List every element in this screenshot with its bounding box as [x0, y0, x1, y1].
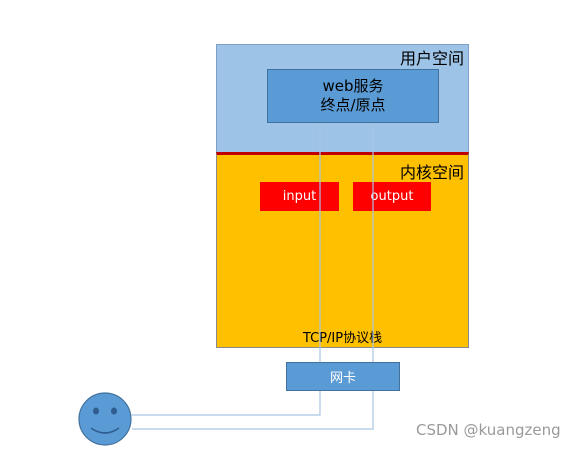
user-space-label: 用户空间 — [399, 49, 464, 68]
input-buffer-box: input — [260, 182, 339, 211]
output-buffer-box: output — [353, 182, 431, 211]
output-path-line-lower — [132, 391, 374, 430]
tcp-ip-stack-label: TCP/IP协议栈 — [302, 331, 383, 346]
web-endpoint-box: web服务 终点/原点 — [267, 69, 439, 123]
web-endpoint-subtitle: 终点/原点 — [320, 96, 386, 114]
network-card-box: 网卡 — [286, 362, 400, 391]
web-endpoint-title: web服务 — [322, 77, 384, 95]
kernel-space-label: 内核空间 — [399, 163, 464, 182]
watermark-text: CSDN @kuangzeng — [416, 421, 561, 439]
smiley-face-icon — [78, 392, 132, 446]
output-label: output — [370, 189, 414, 204]
input-label: input — [282, 189, 317, 204]
input-path-line-lower — [132, 391, 321, 416]
network-card-label: 网卡 — [329, 371, 356, 386]
